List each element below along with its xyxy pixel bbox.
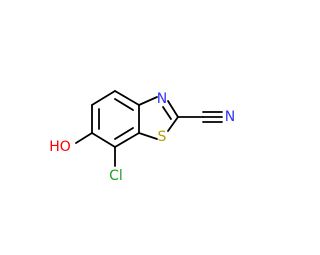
bond-c3a-n3	[138, 96, 158, 106]
bond-c7-c7a-inner	[114, 127, 134, 140]
bonds	[75, 90, 223, 167]
bond-c6-o	[75, 132, 93, 144]
bond-c4-c5	[91, 90, 116, 106]
hydroxyl-label: HO	[49, 139, 71, 155]
bond-c7-c7a	[114, 132, 140, 148]
benzothiazole-structure: N S N HO Cl	[49, 90, 235, 184]
nitrogen-ring-label: N	[157, 91, 167, 107]
nitrogen-nitrile-label: N	[225, 109, 235, 125]
bond-s1-c7a	[138, 132, 158, 140]
bond-n3-c2	[167, 100, 179, 118]
bond-n3-c2-inner	[162, 106, 172, 120]
sulfur-label: S	[158, 129, 167, 145]
bond-c3a-c4-inner	[114, 98, 134, 111]
bond-c6-c7	[91, 132, 116, 148]
chlorine-label: Cl	[109, 168, 123, 184]
structure-diagram: N S N HO Cl	[49, 90, 235, 184]
bond-c2-s1	[167, 116, 179, 132]
bond-c3a-c4	[114, 90, 140, 106]
